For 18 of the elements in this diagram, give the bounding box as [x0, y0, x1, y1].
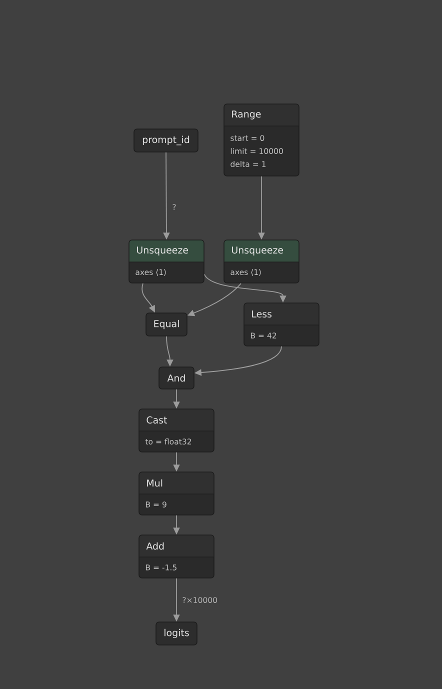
node-box: logits — [156, 622, 198, 646]
operator-box — [138, 408, 214, 452]
operator-name: Cast — [146, 416, 168, 424]
operator-box — [224, 104, 300, 176]
node-box: prompt_id — [134, 128, 198, 152]
node-box: Equal — [146, 312, 188, 336]
operator-box — [138, 472, 214, 516]
operator-box — [224, 240, 300, 284]
operator-name: Add — [146, 542, 164, 550]
operator-name: Less — [252, 310, 272, 318]
operator-name: Unsqueeze — [232, 246, 283, 256]
operator-box — [128, 240, 204, 284]
operator-name: Range — [232, 110, 261, 120]
operator-box — [138, 534, 214, 578]
node-box: And — [158, 366, 194, 390]
operator-name: Unsqueeze — [137, 246, 188, 256]
operator-box — [244, 302, 320, 346]
operator-name: Mul — [147, 479, 162, 487]
